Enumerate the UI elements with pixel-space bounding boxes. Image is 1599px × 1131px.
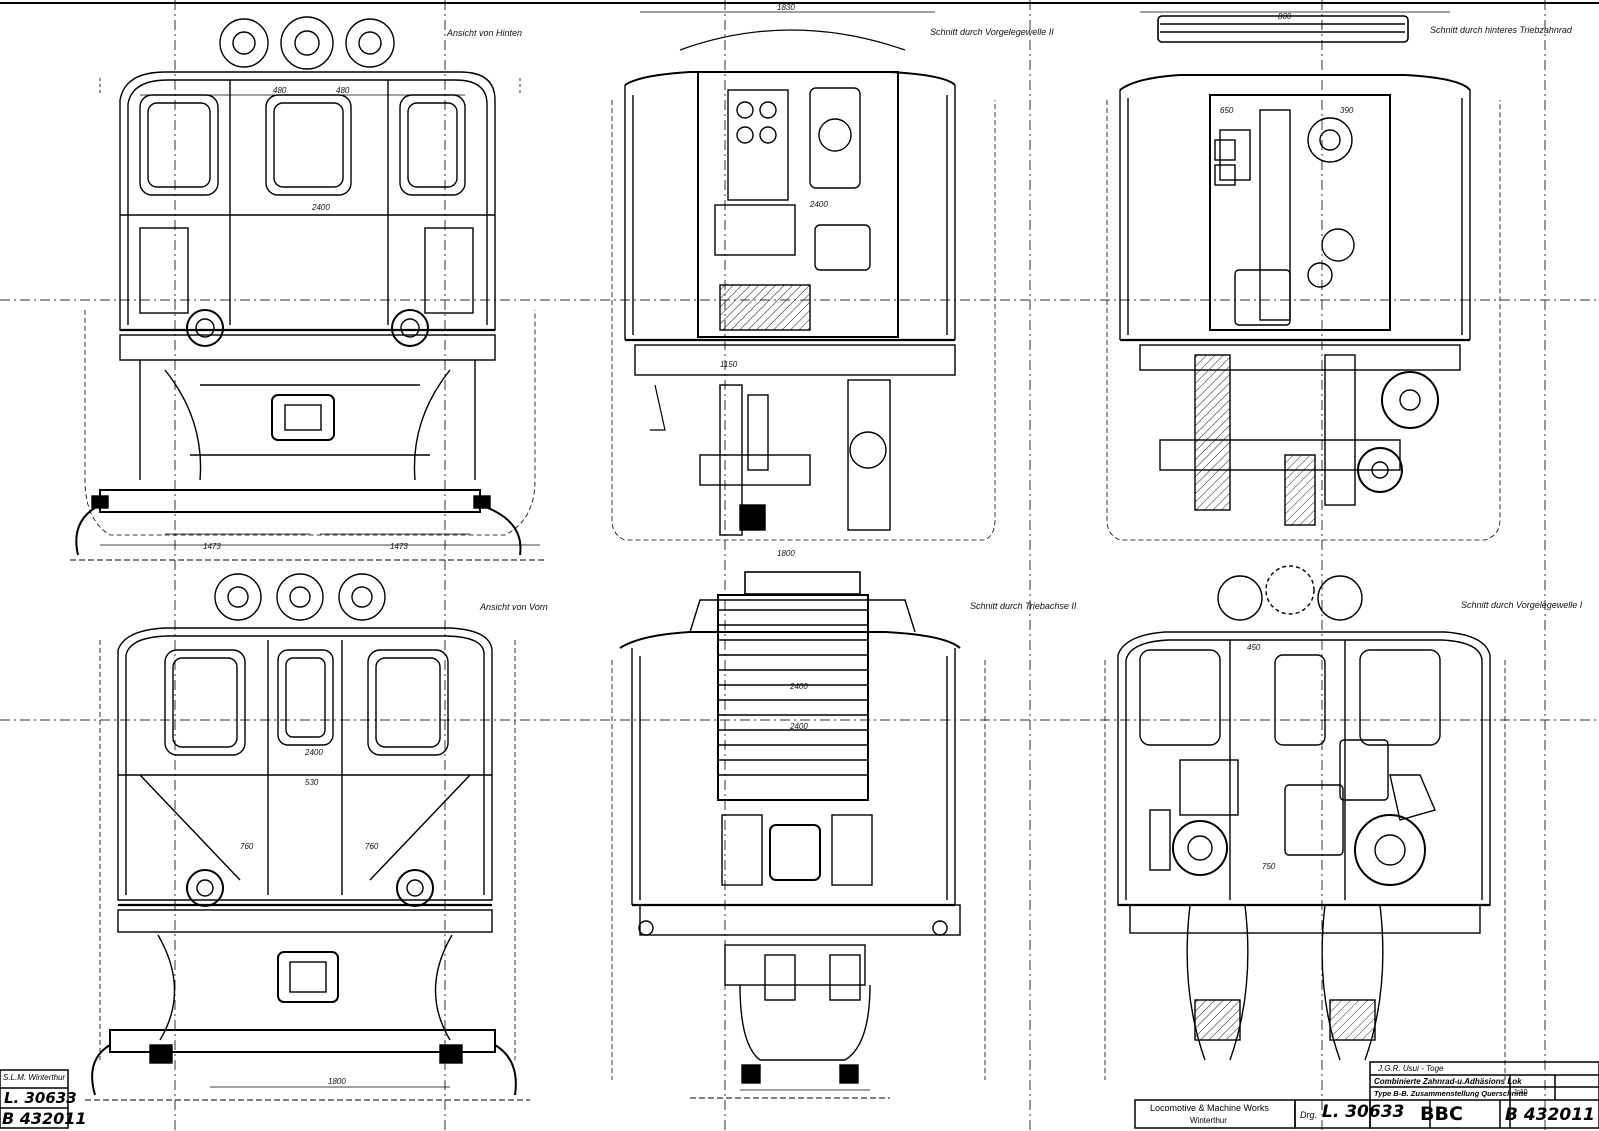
headlamp-icon [276, 573, 324, 621]
headlamp-icon [214, 573, 262, 621]
title-line-1: Combinierte Zahnrad-u.Adhäsions Lok [1374, 1077, 1522, 1086]
headlamp-icon [1317, 575, 1363, 621]
title-works-place: Winterthur [1190, 1116, 1227, 1125]
dim-label: 800 [1278, 12, 1292, 21]
coupler-box [277, 951, 339, 1003]
title-archive-number: B 432011 [1505, 1105, 1595, 1125]
headlamp-icon [338, 573, 386, 621]
dim-label: 1473 [203, 542, 221, 551]
dim-label: 480 [273, 86, 287, 95]
dimension-lines [140, 11, 1450, 1091]
dim-label: 760 [240, 842, 254, 851]
dim-label: 760 [365, 842, 379, 851]
motor-icon [1354, 814, 1426, 886]
dim-label: 390 [1340, 106, 1354, 115]
label-section-axle-2: Schnitt durch Triebachse II [970, 601, 1077, 611]
dim-label: 2400 [810, 200, 828, 209]
dim-label: 2400 [790, 722, 808, 731]
title-line-2: Type B-B. Zusammenstellung Querschnitte [1374, 1089, 1528, 1098]
section-layshaft-2 [611, 29, 996, 541]
dim-label: 1800 [328, 1077, 346, 1086]
title-scale: 1:10 [1514, 1089, 1528, 1096]
headlamp-icon [280, 16, 334, 70]
motor-icon [1172, 820, 1228, 876]
title-block-frame [0, 1061, 1599, 1129]
coupler-box [271, 394, 335, 441]
label-rear-view: Ansicht von Hinten [447, 28, 523, 38]
title-works: Locomotive & Machine Works [1150, 1103, 1269, 1113]
section-layshaft-1 [1104, 565, 1506, 1080]
label-front-view: Ansicht von Vorn [480, 602, 548, 612]
rail-guard-left [75, 504, 101, 556]
dim-label: 2400 [312, 203, 330, 212]
label-section-rear-gear: Schnitt durch hinteres Triebzahnrad [1430, 25, 1572, 35]
section-axle-2 [611, 571, 986, 1099]
title-drg-prefix: Drg. [1300, 1110, 1318, 1120]
front-view [85, 573, 530, 1101]
title-brand: BBC [1420, 1103, 1463, 1125]
legend-archive-number: B 432011 [2, 1109, 87, 1128]
rail-guard-right [494, 1044, 517, 1096]
legend-drawing-number: L. 30633 [4, 1089, 77, 1107]
dim-label: 2400 [305, 748, 323, 757]
dim-label: 1830 [777, 3, 795, 12]
rail-guard-right [479, 504, 522, 556]
label-section-layshaft-1: Schnitt durch Vorgelegewelle I [1461, 600, 1583, 610]
dim-label: 650 [1220, 106, 1234, 115]
headlamp-icon [1217, 575, 1263, 621]
dim-label: 530 [305, 778, 319, 787]
headlamp-icon [1265, 565, 1315, 615]
title-drawing-number: L. 30633 [1322, 1102, 1405, 1122]
wheel-icon [1381, 371, 1439, 429]
legend-maker: S.L.M. Winterthur [3, 1073, 66, 1082]
dim-label: 1473 [390, 542, 408, 551]
dim-label: 1800 [777, 549, 795, 558]
rail-guard-left [91, 1044, 111, 1096]
label-section-layshaft-2: Schnitt durch Vorgelegewelle II [930, 27, 1054, 37]
section-rear-gear [1106, 15, 1501, 541]
headlamp-icon [219, 18, 269, 68]
dim-label: 750 [1262, 862, 1276, 871]
rear-view [70, 16, 545, 561]
headlamp-icon [345, 18, 395, 68]
dim-label: 1150 [720, 360, 738, 369]
dim-label: 450 [1247, 643, 1261, 652]
title-railway: J.G.R. Usui - Toge [1378, 1064, 1444, 1073]
dim-label: 2400 [790, 682, 808, 691]
dim-label: 480 [336, 86, 350, 95]
